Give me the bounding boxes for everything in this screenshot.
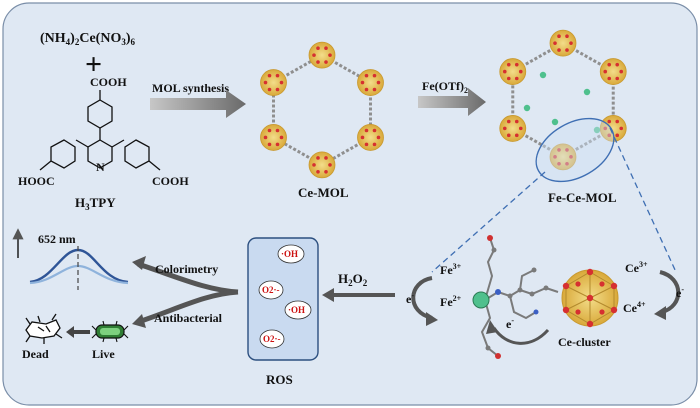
ce-mol-label: Ce-MOL <box>298 185 349 200</box>
cooh-right-label: COOH <box>152 174 189 188</box>
antibacterial-arrowhead <box>132 314 146 328</box>
molecule-atoms <box>485 235 549 359</box>
ros-species-2: O2·- <box>262 285 280 295</box>
ce-cluster-node <box>260 69 287 96</box>
colorimetry-label: Colorimetry <box>155 262 218 276</box>
fe-cycle-arrowhead <box>426 312 438 326</box>
live-bacterium-icon <box>91 320 129 343</box>
ce-cluster-node <box>599 58 627 85</box>
fe-site <box>551 118 559 126</box>
fe-ce-mol-lattice <box>499 29 627 171</box>
fe-site <box>593 126 601 134</box>
metalation-step-label: Fe(OTf)2 <box>422 79 468 95</box>
electron-transfer-arrowhead <box>486 320 498 334</box>
antibacterial-arrow <box>137 289 239 325</box>
ros-species-3: ·OH <box>288 305 305 315</box>
colorimetry-arrowhead <box>132 256 146 270</box>
fe-electron-label: e- <box>406 291 414 306</box>
live-label: Live <box>92 347 115 361</box>
ros-bubble-3 <box>284 300 312 320</box>
ce-cycle-arrowhead <box>654 306 666 320</box>
plus-sign: + <box>85 48 102 81</box>
fe-cycle-arrow <box>411 276 433 320</box>
synthesis-arrow <box>150 90 246 118</box>
svg-text:N: N <box>96 160 105 174</box>
zoom-line-left <box>431 171 546 273</box>
ce-mol-lattice <box>260 41 384 179</box>
transfer-electron-label: e- <box>506 316 514 331</box>
electron-transfer-arrow <box>492 327 550 345</box>
ce-cluster-node <box>549 29 577 57</box>
ce-cluster-node <box>357 124 384 151</box>
ce-cluster-node <box>499 115 527 142</box>
ce-cluster-node <box>499 58 527 85</box>
ce-cluster-node <box>308 151 336 179</box>
zoom-line-right <box>609 127 677 273</box>
ce-electron-label: e- <box>676 285 684 300</box>
ros-species-4: O2·- <box>263 334 281 344</box>
fe-center-atom <box>472 291 490 309</box>
cooh-top-label: COOH <box>90 75 127 89</box>
h2o2-label: H2O2 <box>338 271 368 288</box>
absorbance-plot: 652 nm <box>12 228 129 290</box>
fe-site <box>523 104 531 112</box>
death-arrow <box>66 326 90 338</box>
ros-bubble-4 <box>259 329 285 349</box>
ce-cycle-arrow <box>659 270 681 314</box>
ros-bubble-1 <box>277 244 305 264</box>
h2o2-arrowhead <box>322 288 334 302</box>
salt-label: (NH4)2Ce(NO3)6 <box>40 31 136 47</box>
ros-species: ·OH O2·- ·OH O2·- <box>258 244 312 349</box>
ce-cluster-node <box>599 115 627 142</box>
ce-cluster <box>561 268 619 328</box>
metalation-arrow <box>418 88 486 116</box>
ce-cluster-node <box>260 124 287 151</box>
zoom-ellipse <box>535 117 615 183</box>
ce-cluster-label: Ce-cluster <box>558 335 611 349</box>
ros-bubble-2 <box>258 280 284 300</box>
wavelength-label: 652 nm <box>38 232 76 246</box>
antibacterial-label: Antibacterial <box>154 311 223 325</box>
ros-box <box>247 237 319 361</box>
ce-cluster-node <box>549 143 577 171</box>
ce-cluster-node <box>357 69 384 96</box>
fe-ce-mol-label: Fe-Ce-MOL <box>548 190 617 205</box>
fe-site <box>583 88 591 96</box>
fe-site <box>539 71 547 79</box>
dead-label: Dead <box>22 347 49 361</box>
ros-species-1: ·OH <box>281 249 298 259</box>
ligand-structure: COOH N <box>39 75 161 174</box>
ce-cluster-node <box>308 41 336 69</box>
ligand-name-label: H3TPY <box>75 195 116 212</box>
dead-bacterium-icon <box>25 313 63 344</box>
cooh-left-label: HOOC <box>18 174 55 188</box>
ros-title: ROS <box>266 372 293 387</box>
synthesis-step-label: MOL synthesis <box>152 81 229 95</box>
